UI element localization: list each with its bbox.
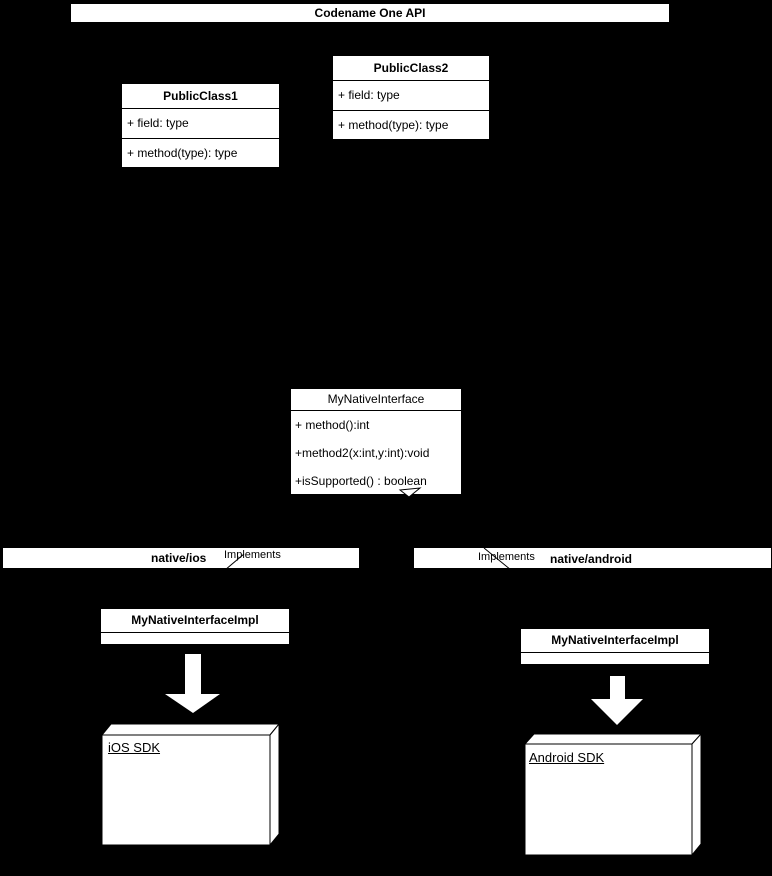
interface-title: MyNativeInterface <box>291 389 461 411</box>
package-bar-ios: native/ios Implements <box>2 547 360 570</box>
interface-member: +method2(x:int,y:int):void <box>295 446 430 460</box>
class-member: + field: type <box>338 88 400 102</box>
package-name-android: native/android <box>550 552 633 566</box>
class-title: MyNativeInterfaceImpl <box>521 629 709 653</box>
class-mynativeinterfaceimpl-android: MyNativeInterfaceImpl <box>520 628 710 665</box>
package-bar-android: Implements native/android <box>413 547 772 570</box>
realization-arrowhead-icon <box>398 487 422 498</box>
sdk-node-android <box>523 732 703 857</box>
empty-compartment <box>521 653 709 664</box>
sdk-node-label-android: Android SDK <box>529 750 605 765</box>
class-mynativeinterfaceimpl-ios: MyNativeInterfaceImpl <box>100 608 290 645</box>
class-member: + field: type <box>127 116 189 130</box>
implements-line <box>224 553 245 570</box>
class-title: PublicClass1 <box>122 84 279 109</box>
down-arrow-icon <box>591 676 643 725</box>
class-publicclass1: PublicClass1 + field: type + method(type… <box>121 83 280 168</box>
class-title: PublicClass2 <box>333 56 489 81</box>
interface-member: + method():int <box>295 418 370 432</box>
sdk-node-label-ios: iOS SDK <box>108 740 161 755</box>
implements-line <box>483 548 512 570</box>
class-member: + method(type): type <box>333 110 489 140</box>
interface-mynativeinterface: MyNativeInterface + method():int +method… <box>290 388 462 495</box>
implements-label: Implements <box>478 551 535 563</box>
api-header-bar: Codename One API <box>70 3 670 23</box>
class-title: MyNativeInterfaceImpl <box>101 609 289 633</box>
package-name-ios: native/ios <box>151 551 207 565</box>
api-header-title: Codename One API <box>314 6 426 20</box>
class-publicclass2: PublicClass2 + field: type + method(type… <box>332 55 490 140</box>
class-member: + method(type): type <box>122 138 279 168</box>
interface-member: +isSupported() : boolean <box>295 474 427 488</box>
down-arrow-icon <box>165 654 220 713</box>
empty-compartment <box>101 633 289 644</box>
sdk-node-ios <box>100 722 281 847</box>
implements-label: Implements <box>224 549 281 561</box>
